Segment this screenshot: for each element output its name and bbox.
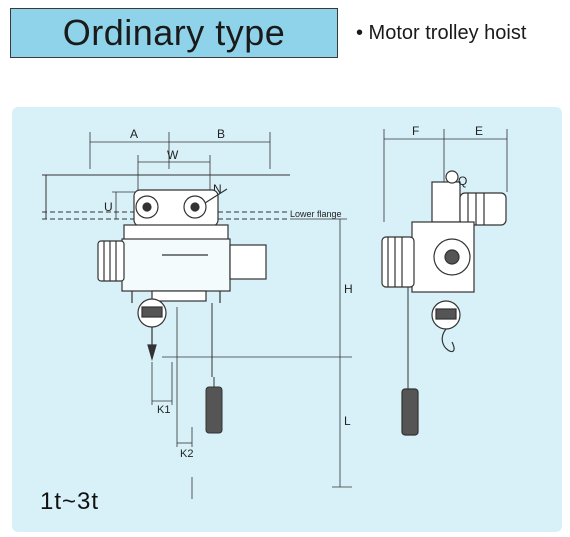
dim-f-label: F — [412, 124, 419, 138]
dimension-k — [151, 307, 193, 499]
side-view — [381, 129, 508, 436]
title-box: Ordinary type — [10, 8, 338, 58]
dim-w-label: W — [167, 148, 179, 162]
dim-l-label: L — [344, 414, 351, 428]
dim-e-label: E — [475, 124, 483, 138]
dim-q-label: Q — [458, 174, 467, 188]
trolley-wheels — [133, 188, 228, 227]
hoist-drawing: A B W N U — [42, 124, 508, 499]
page-title: Ordinary type — [62, 12, 286, 53]
drawing-panel: A B W N U — [12, 107, 562, 532]
dimension-hl — [162, 219, 352, 488]
dim-n-label: N — [213, 182, 222, 196]
capacity-label: 1t~3t — [40, 488, 100, 515]
dim-a-label: A — [130, 127, 138, 141]
trolley-frame — [97, 224, 267, 303]
pendant-cable — [205, 303, 223, 434]
lower-flange-label: Lower flange — [290, 209, 342, 219]
hook-block — [137, 298, 167, 362]
dim-k2-label: K2 — [180, 448, 193, 460]
dim-b-label: B — [217, 127, 225, 141]
dim-k1-label: K1 — [157, 404, 170, 416]
dim-u-label: U — [104, 200, 113, 214]
subtitle: • Motor trolley hoist — [356, 22, 527, 44]
dimension-u — [112, 191, 137, 219]
dim-h-label: H — [344, 282, 353, 296]
